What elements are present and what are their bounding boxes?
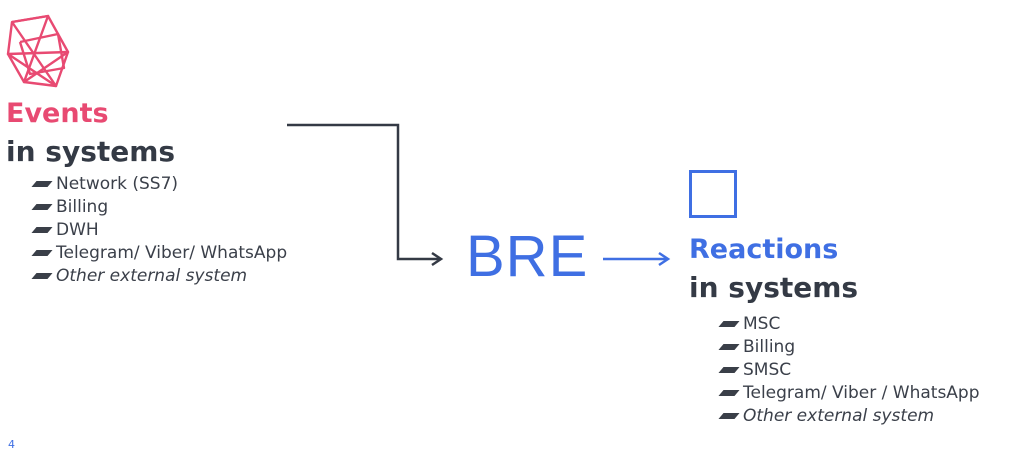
reactions-title: Reactions [689,234,839,265]
events-to-bre-arrow [287,123,440,261]
list-item: Billing [31,195,287,218]
events-list: Network (SS7) Billing DWH Telegram/ Vibe… [31,172,287,287]
list-item: Other external system [718,404,980,427]
list-item: Billing [718,335,980,358]
events-title: Events [6,98,109,129]
list-item: Telegram/ Viber/ WhatsApp [31,241,287,264]
events-subtitle: in systems [6,135,176,168]
list-item: Other external system [31,264,287,287]
bullet-icon [718,412,740,419]
page-number: 4 [8,438,15,451]
square-outline-icon [689,170,737,218]
reactions-arrowhead [658,251,671,267]
logo-icon [6,14,70,88]
list-item: DWH [31,218,287,241]
bre-label: BRE [466,224,589,289]
list-item: Telegram/ Viber / WhatsApp [718,381,980,404]
bullet-icon [718,343,740,350]
events-arrowhead [431,251,444,267]
reactions-list: MSC Billing SMSC Telegram/ Viber / Whats… [718,312,980,427]
list-item: Network (SS7) [31,172,287,195]
bullet-icon [718,320,740,327]
reactions-subtitle: in systems [689,271,859,304]
list-item: SMSC [718,358,980,381]
bullet-icon [718,389,740,396]
bullet-icon [718,366,740,373]
list-item: MSC [718,312,980,335]
